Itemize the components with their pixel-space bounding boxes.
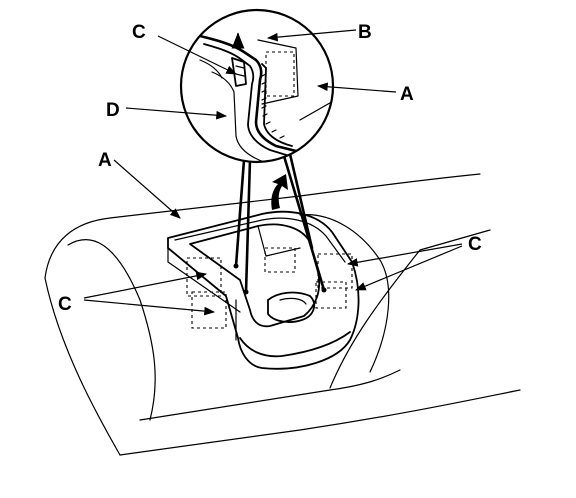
label-c-top: C [132, 22, 146, 43]
leader-d-left [125, 107, 228, 120]
label-d-left: D [106, 100, 120, 121]
callout-labels: C B A D A C C [58, 22, 482, 315]
label-b-top: B [358, 22, 372, 43]
label-a-left: A [98, 150, 112, 171]
detail-magnifier [179, 8, 335, 164]
label-c-right: C [468, 234, 482, 255]
leader-c-top [157, 35, 237, 75]
label-c-left: C [58, 294, 72, 315]
leader-c-right-lower [355, 245, 463, 291]
leader-a-left [113, 159, 181, 219]
label-a-circle: A [400, 84, 414, 105]
lift-arrow [271, 174, 288, 210]
clip-box-right-lower [315, 281, 347, 309]
armrest-pocket [167, 210, 360, 370]
leader-c-left-upper [83, 271, 208, 299]
clip-box-center [264, 247, 296, 273]
door-panel [44, 173, 521, 456]
detail-pointer-lines [233, 152, 327, 295]
leader-lines [83, 29, 463, 316]
leader-b-top [266, 29, 357, 42]
leader-c-right-upper [346, 243, 463, 267]
leader-a-circle [316, 82, 397, 93]
leader-c-left-lower [83, 299, 216, 316]
clip-box-right-upper [317, 253, 353, 289]
